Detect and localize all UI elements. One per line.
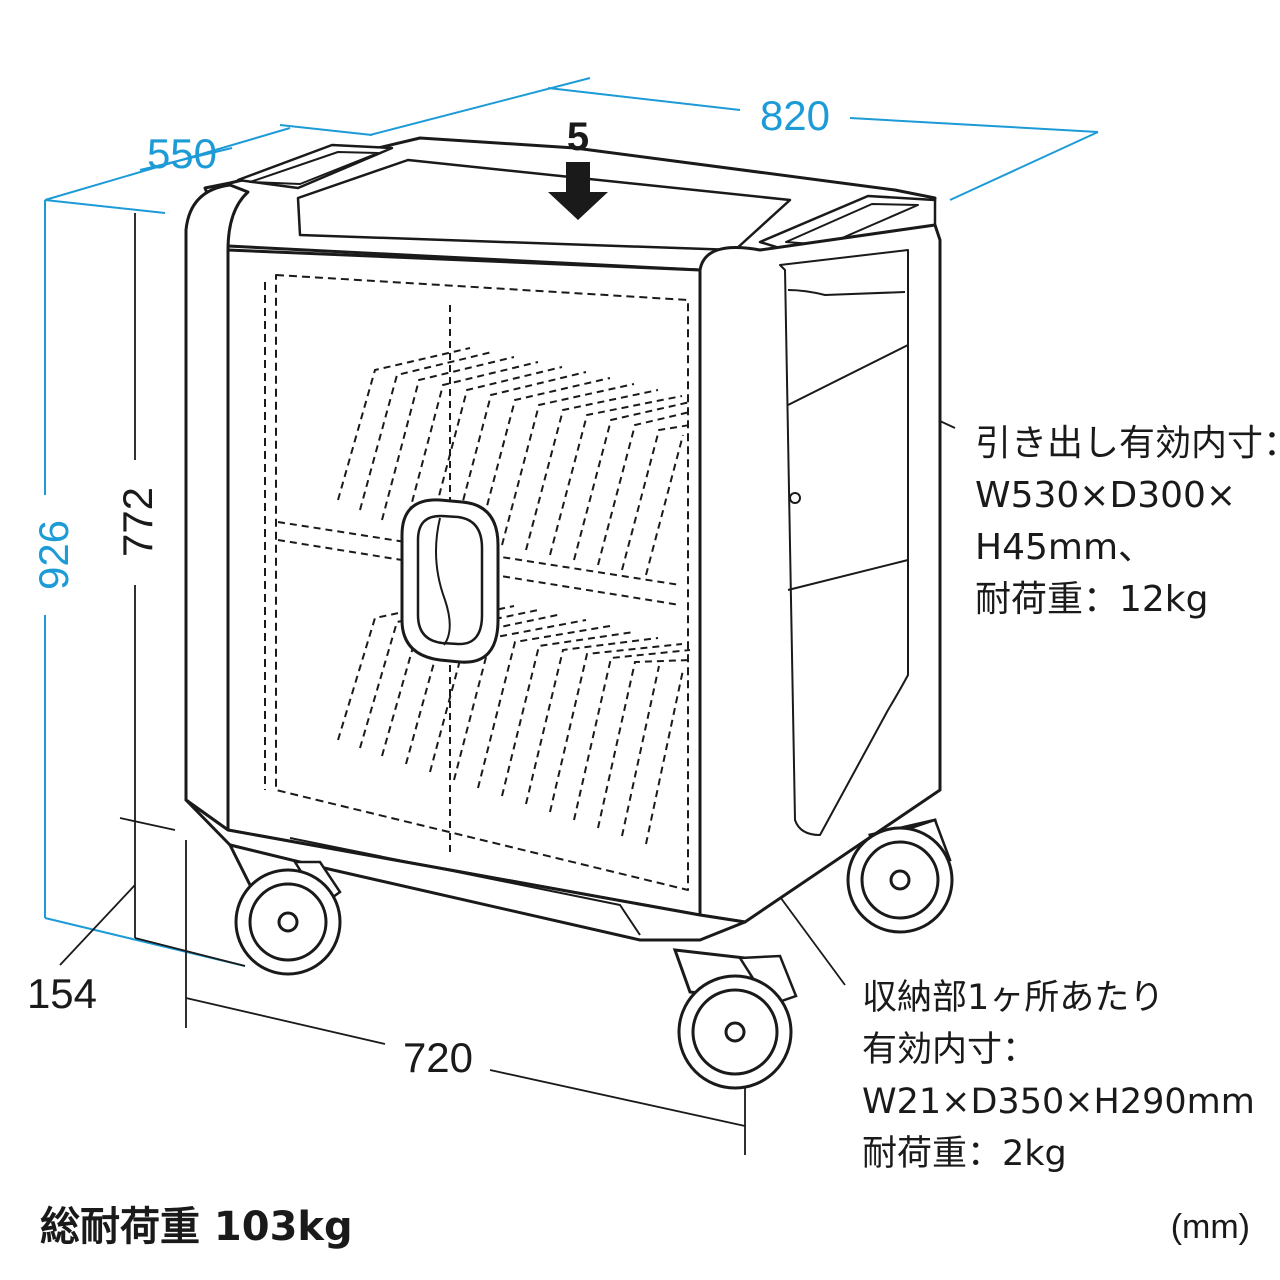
dim-width-total: 820: [760, 92, 830, 139]
dim-body-height: 772: [114, 487, 161, 557]
dim-body-width: 720: [403, 1034, 473, 1081]
slot-count-label: 5: [567, 115, 589, 159]
total-load-label: 総耐荷重 103kg: [40, 1204, 353, 1250]
storage-note-line: 耐荷重：2kg: [862, 1134, 1067, 1174]
cart-body: [184, 136, 942, 942]
dim-caster-height: 154: [27, 970, 97, 1017]
storage-note: 収納部1ヶ所あたり 有効内寸： W21×D350×H290mm 耐荷重：2kg: [862, 972, 1255, 1180]
dim-height-total: 926: [30, 520, 77, 590]
storage-note-line: W21×D350×H290mm: [862, 1082, 1255, 1122]
dimension-lines: [44, 77, 1099, 967]
storage-note-line: 有効内寸：: [862, 1030, 1038, 1070]
drawer-note-line: 引き出し有効内寸：: [975, 423, 1280, 464]
caster-front-left: [227, 842, 342, 976]
caster-front-right: [672, 948, 798, 1090]
drawer-note-line: H45mm、: [975, 527, 1155, 568]
caster-back-right: [846, 818, 954, 934]
storage-note-line: 収納部1ヶ所あたり: [862, 978, 1165, 1018]
dim-depth: 550: [147, 130, 217, 177]
casters: [227, 818, 954, 1090]
drawer-note: 引き出し有効内寸： W530×D300× H45mm、 耐荷重：12kg: [975, 418, 1280, 626]
unit-label: (mm): [1170, 1208, 1250, 1246]
door-handle: [400, 498, 500, 664]
drawer-note-line: 耐荷重：12kg: [975, 579, 1209, 620]
drawer-note-line: W530×D300×: [975, 475, 1237, 516]
down-arrow-icon: [548, 162, 608, 220]
